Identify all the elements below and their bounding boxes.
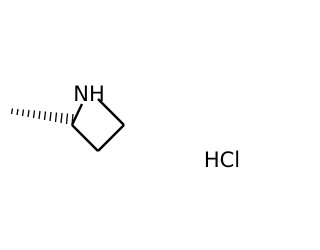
bond-ch2-ch2 xyxy=(97,124,125,152)
hashed-wedge-bond xyxy=(10,108,74,126)
counterion-label: HCl xyxy=(204,148,240,172)
bond-n-ch2 xyxy=(97,98,125,126)
structure-diagram: NH HCl xyxy=(10,82,240,172)
nitrogen-label: NH xyxy=(73,82,105,106)
bond-c2-n xyxy=(70,103,84,126)
bond-ch2-c2 xyxy=(71,124,99,152)
